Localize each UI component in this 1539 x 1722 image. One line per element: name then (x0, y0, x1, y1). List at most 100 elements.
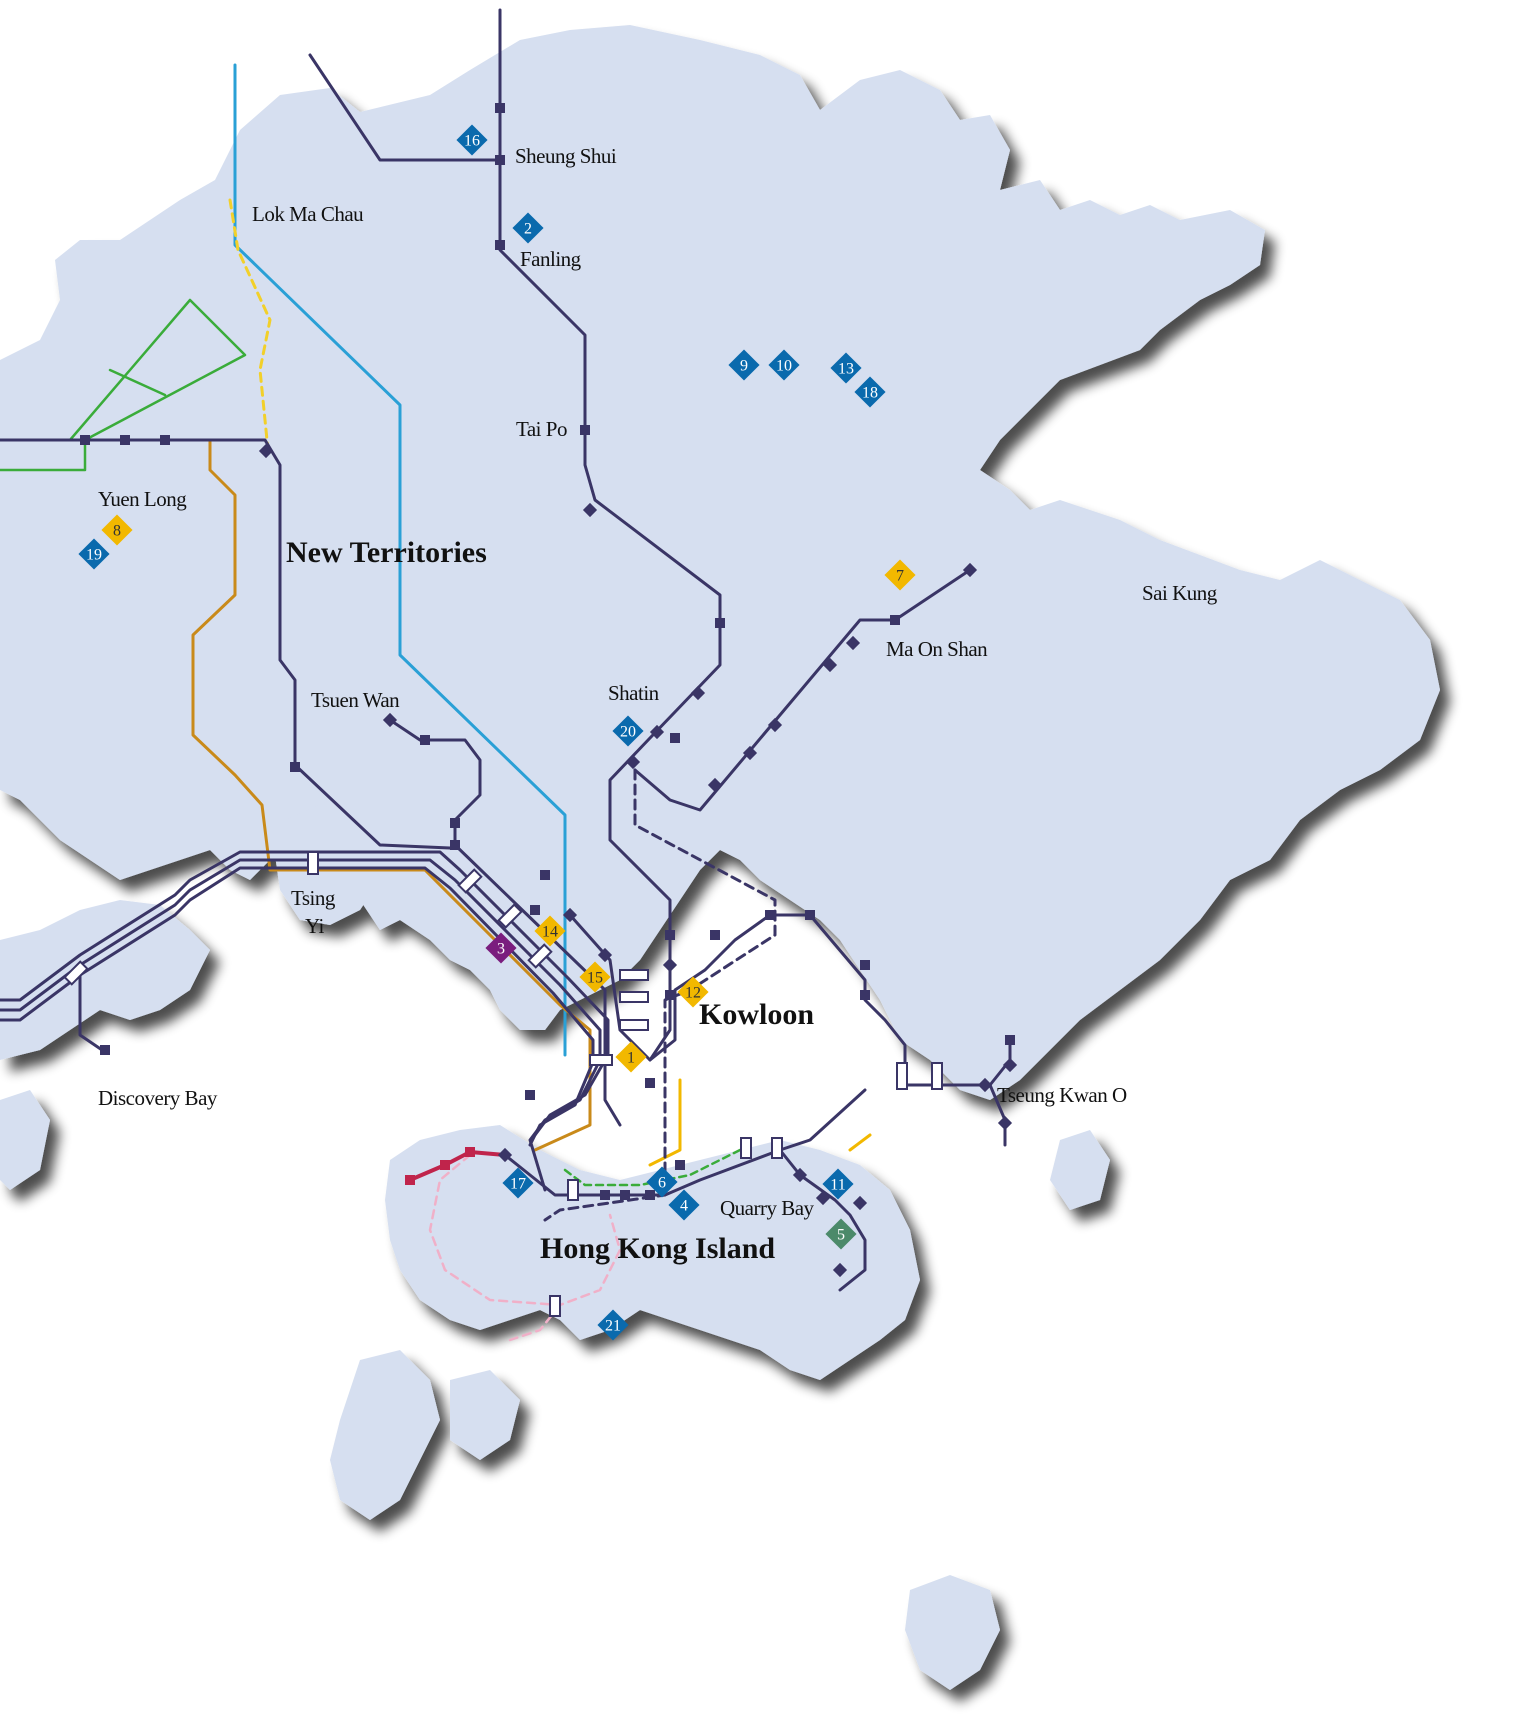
marker-13[interactable]: 13 (830, 352, 862, 384)
station-square[interactable] (580, 425, 590, 435)
interchange-station[interactable] (549, 1295, 561, 1317)
station-square[interactable] (620, 1190, 630, 1200)
interchange-station[interactable] (619, 1019, 649, 1031)
station-diamond[interactable] (962, 562, 978, 578)
station-diamond[interactable] (597, 947, 613, 963)
marker-19[interactable]: 19 (78, 538, 110, 570)
station-diamond[interactable] (832, 1262, 848, 1278)
station-square[interactable] (160, 435, 170, 445)
marker-17[interactable]: 17 (502, 1167, 534, 1199)
svg-text:20: 20 (620, 724, 636, 741)
station-square[interactable] (450, 818, 460, 828)
station-diamond[interactable] (852, 1195, 868, 1211)
marker-10[interactable]: 10 (768, 349, 800, 381)
tseung-kwan-o-branch (648, 1078, 872, 1167)
station-diamond[interactable] (649, 724, 665, 740)
station-square[interactable] (710, 930, 720, 940)
svg-text:19: 19 (86, 547, 102, 564)
station-square[interactable] (600, 1190, 610, 1200)
station-square[interactable] (525, 1090, 535, 1100)
interchange-station[interactable] (589, 1054, 613, 1066)
east-rail-line (498, 8, 722, 1062)
marker-18[interactable]: 18 (854, 376, 886, 408)
station-square[interactable] (715, 618, 725, 628)
station-diamond[interactable] (977, 1077, 993, 1093)
station-square[interactable] (665, 930, 675, 940)
marker-20[interactable]: 20 (612, 715, 644, 747)
interchange-station[interactable] (307, 851, 319, 875)
station-square[interactable] (495, 155, 505, 165)
station-square[interactable] (405, 1175, 415, 1185)
station-square[interactable] (120, 435, 130, 445)
station-diamond[interactable] (707, 777, 723, 793)
station-square[interactable] (860, 960, 870, 970)
station-square[interactable] (290, 762, 300, 772)
marker-3[interactable]: 3 (485, 932, 517, 964)
station-square[interactable] (80, 435, 90, 445)
interchange-station[interactable] (931, 1062, 943, 1090)
station-square[interactable] (465, 1147, 475, 1157)
station-square[interactable] (670, 733, 680, 743)
station-diamond[interactable] (845, 635, 861, 651)
interchange-station[interactable] (497, 903, 523, 929)
station-square[interactable] (675, 1160, 685, 1170)
station-square[interactable] (645, 1078, 655, 1088)
marker-15[interactable]: 15 (579, 961, 611, 993)
station-square[interactable] (495, 103, 505, 113)
svg-text:6: 6 (658, 1175, 666, 1192)
pink-dashed-loop (428, 1153, 622, 1342)
station-square[interactable] (805, 910, 815, 920)
interchange-station[interactable] (619, 969, 649, 981)
marker-12[interactable]: 12 (677, 976, 709, 1008)
station-diamond[interactable] (997, 1115, 1013, 1131)
station-square[interactable] (645, 1190, 655, 1200)
marker-9[interactable]: 9 (728, 349, 760, 381)
station-square[interactable] (540, 870, 550, 880)
station-square[interactable] (100, 1045, 110, 1055)
station-diamond[interactable] (258, 443, 274, 459)
station-diamond[interactable] (767, 717, 783, 733)
svg-text:15: 15 (587, 970, 603, 987)
marker-14[interactable]: 14 (534, 915, 566, 947)
interchange-station[interactable] (63, 960, 89, 986)
station-diamond[interactable] (382, 712, 398, 728)
station-square[interactable] (495, 240, 505, 250)
station-square[interactable] (450, 840, 460, 850)
station-square[interactable] (420, 735, 430, 745)
interchange-station[interactable] (457, 868, 483, 894)
station-square[interactable] (765, 910, 775, 920)
station-diamond[interactable] (662, 957, 678, 973)
station-diamond[interactable] (1002, 1057, 1018, 1073)
station-diamond[interactable] (497, 1147, 513, 1163)
marker-21[interactable]: 21 (597, 1309, 629, 1341)
marker-1[interactable]: 1 (615, 1041, 647, 1073)
interchange-station[interactable] (527, 943, 553, 969)
station-square[interactable] (440, 1160, 450, 1170)
station-square[interactable] (665, 990, 675, 1000)
station-diamond[interactable] (562, 907, 578, 923)
station-diamond[interactable] (815, 1190, 831, 1206)
svg-text:11: 11 (830, 1177, 845, 1194)
svg-text:18: 18 (862, 385, 878, 402)
station-square[interactable] (890, 615, 900, 625)
marker-16[interactable]: 16 (456, 124, 488, 156)
station-square[interactable] (530, 905, 540, 915)
station-diamond[interactable] (582, 502, 598, 518)
station-diamond[interactable] (625, 754, 641, 770)
label-new-territories: New Territories (286, 536, 487, 569)
interchange-station[interactable] (619, 991, 649, 1003)
interchange-station[interactable] (896, 1062, 908, 1090)
station-diamond[interactable] (690, 685, 706, 701)
lantau-land (0, 900, 210, 1060)
station-diamond[interactable] (792, 1167, 808, 1183)
station-diamond[interactable] (742, 745, 758, 761)
station-diamond[interactable] (822, 657, 838, 673)
lok-ma-chau-spur (308, 53, 502, 162)
label-hong-kong-island: Hong Kong Island (540, 1232, 775, 1265)
station-square[interactable] (860, 990, 870, 1000)
interchange-station[interactable] (771, 1137, 783, 1159)
station-square[interactable] (1005, 1035, 1015, 1045)
interchange-station[interactable] (567, 1179, 579, 1201)
interchange-station[interactable] (740, 1137, 752, 1159)
label-fanling: Fanling (520, 247, 582, 271)
